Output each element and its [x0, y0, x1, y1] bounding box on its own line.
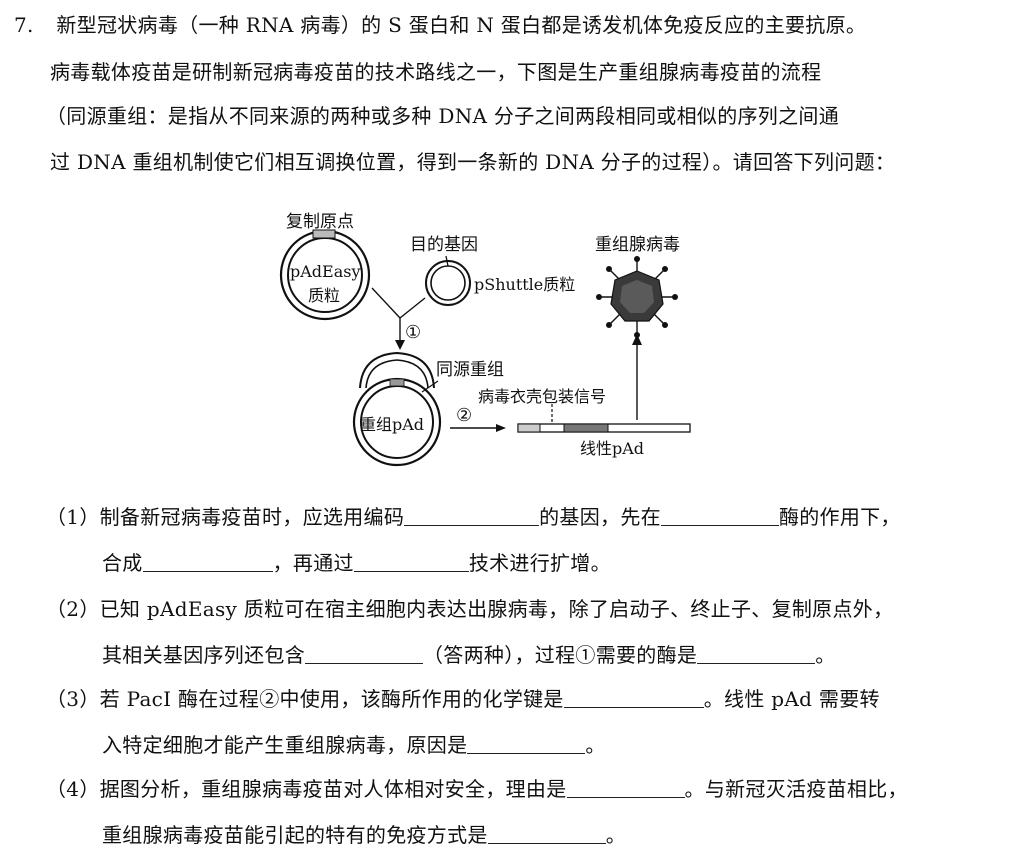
recombinant-pad-plasmid	[352, 351, 442, 467]
q4-blank-2[interactable]	[487, 823, 606, 844]
pshuttle-plasmid	[425, 260, 471, 306]
adenovirus-particle	[596, 256, 678, 338]
q4-text-1: 据图分析，重组腺病毒疫苗对人体相对安全，理由是	[99, 777, 567, 801]
ori-label: 复制原点	[286, 212, 354, 232]
q3-line-1: （3）若 PacI 酶在过程②中使用，该酶所作用的化学键是 。线性 pAd 需要转	[46, 686, 880, 712]
q1-text-3: 酶的作用下，	[778, 505, 901, 529]
q1-line-2: 合成 ，再通过 技术进行扩增。	[102, 550, 611, 576]
q2-line-2: 其相关基因序列还包含 （答两种），过程①需要的酶是 。	[102, 642, 836, 668]
pshuttle-label: pShuttle质粒	[474, 275, 575, 294]
linear-pad	[517, 423, 691, 433]
q1-text-2: 的基因，先在	[539, 505, 661, 529]
q1-text-4: 合成	[102, 551, 143, 575]
q4-text-4: 。	[605, 823, 627, 847]
coat-signal-label: 病毒衣壳包装信号	[478, 387, 606, 406]
q1-number: （1）	[46, 505, 100, 529]
q1-blank-2[interactable]	[660, 505, 779, 526]
recombinant-adenovirus-flow-diagram: 复制原点 pAdEasy 质粒 目的基因 pShuttle质粒 ① 同源重组 重…	[279, 212, 691, 467]
recombinant-pad-label: 重组pAd	[360, 415, 424, 434]
padeasy-plasmid	[279, 229, 371, 321]
q1-line-1: （1）制备新冠病毒疫苗时，应选用编码 的基因，先在 酶的作用下，	[46, 504, 901, 530]
q4-number: （4）	[46, 777, 100, 801]
q2-text-3: （答两种），过程①需要的酶是	[423, 643, 698, 667]
q1-blank-1[interactable]	[404, 505, 540, 526]
homologous-recombination-label: 同源重组	[436, 360, 504, 380]
target-gene-label: 目的基因	[410, 235, 478, 255]
padeasy-label-line1: pAdEasy	[290, 262, 361, 281]
q3-text-2: 。线性 pAd 需要转	[703, 687, 880, 711]
q1-text-1: 制备新冠病毒疫苗时，应选用编码	[99, 505, 405, 529]
q3-text-3: 入特定细胞才能产生重组腺病毒，原因是	[102, 733, 468, 757]
question-intro-line-1: 新型冠状病毒（一种 RNA 病毒）的 S 蛋白和 N 蛋白都是诱发机体免疫反应的…	[56, 13, 867, 37]
q2-number: （2）	[46, 597, 100, 621]
question-intro-line-4: 过 DNA 重组机制使它们相互调换位置，得到一条新的 DNA 分子的过程）。请回…	[50, 150, 896, 174]
linear-pad-label: 线性pAd	[580, 439, 644, 458]
q3-text-1: 若 PacI 酶在过程②中使用，该酶所作用的化学键是	[99, 687, 564, 711]
q2-line-1: （2）已知 pAdEasy 质粒可在宿主细胞内表达出腺病毒，除了启动子、终止子、…	[46, 596, 893, 622]
step1-marker: ①	[405, 322, 421, 343]
q3-line-2: 入特定细胞才能产生重组腺病毒，原因是 。	[102, 732, 606, 758]
q1-text-5: ，再通过	[272, 551, 354, 575]
q4-blank-1[interactable]	[566, 777, 685, 798]
q3-blank-1[interactable]	[563, 687, 704, 708]
q2-text-4: 。	[815, 643, 836, 667]
q1-text-6: 技术进行扩增。	[468, 551, 611, 575]
step2-marker: ②	[456, 405, 472, 426]
question-intro-line-2: 病毒载体疫苗是研制新冠病毒疫苗的技术路线之一，下图是生产重组腺病毒疫苗的流程	[50, 60, 822, 84]
q4-line-2: 重组腺病毒疫苗能引起的特有的免疫方式是 。	[102, 822, 626, 848]
adenovirus-label: 重组腺病毒	[595, 235, 680, 255]
question-intro-line-3: （同源重组：是指从不同来源的两种或多种 DNA 分子之间两段相同或相似的序列之间…	[46, 104, 839, 128]
padeasy-label-line2: 质粒	[308, 286, 340, 305]
q4-text-3: 重组腺病毒疫苗能引起的特有的免疫方式是	[102, 823, 488, 847]
q2-blank-2[interactable]	[697, 643, 816, 664]
q3-blank-2[interactable]	[467, 733, 586, 754]
q2-blank-1[interactable]	[305, 643, 423, 664]
q2-text-2: 其相关基因序列还包含	[102, 643, 305, 667]
q3-number: （3）	[46, 687, 100, 711]
question-number: 7.	[14, 13, 34, 37]
replication-origin-marker	[312, 229, 336, 239]
q3-text-4: 。	[585, 733, 606, 757]
q2-text-1: 已知 pAdEasy 质粒可在宿主细胞内表达出腺病毒，除了启动子、终止子、复制原…	[99, 597, 894, 621]
question-first-line: 7. 新型冠状病毒（一种 RNA 病毒）的 S 蛋白和 N 蛋白都是诱发机体免疫…	[14, 12, 866, 38]
q1-blank-4[interactable]	[353, 551, 469, 572]
q1-blank-3[interactable]	[142, 551, 273, 572]
q4-line-1: （4）据图分析，重组腺病毒疫苗对人体相对安全，理由是 。与新冠灭活疫苗相比，	[46, 776, 908, 802]
q4-text-2: 。与新冠灭活疫苗相比，	[684, 777, 908, 801]
